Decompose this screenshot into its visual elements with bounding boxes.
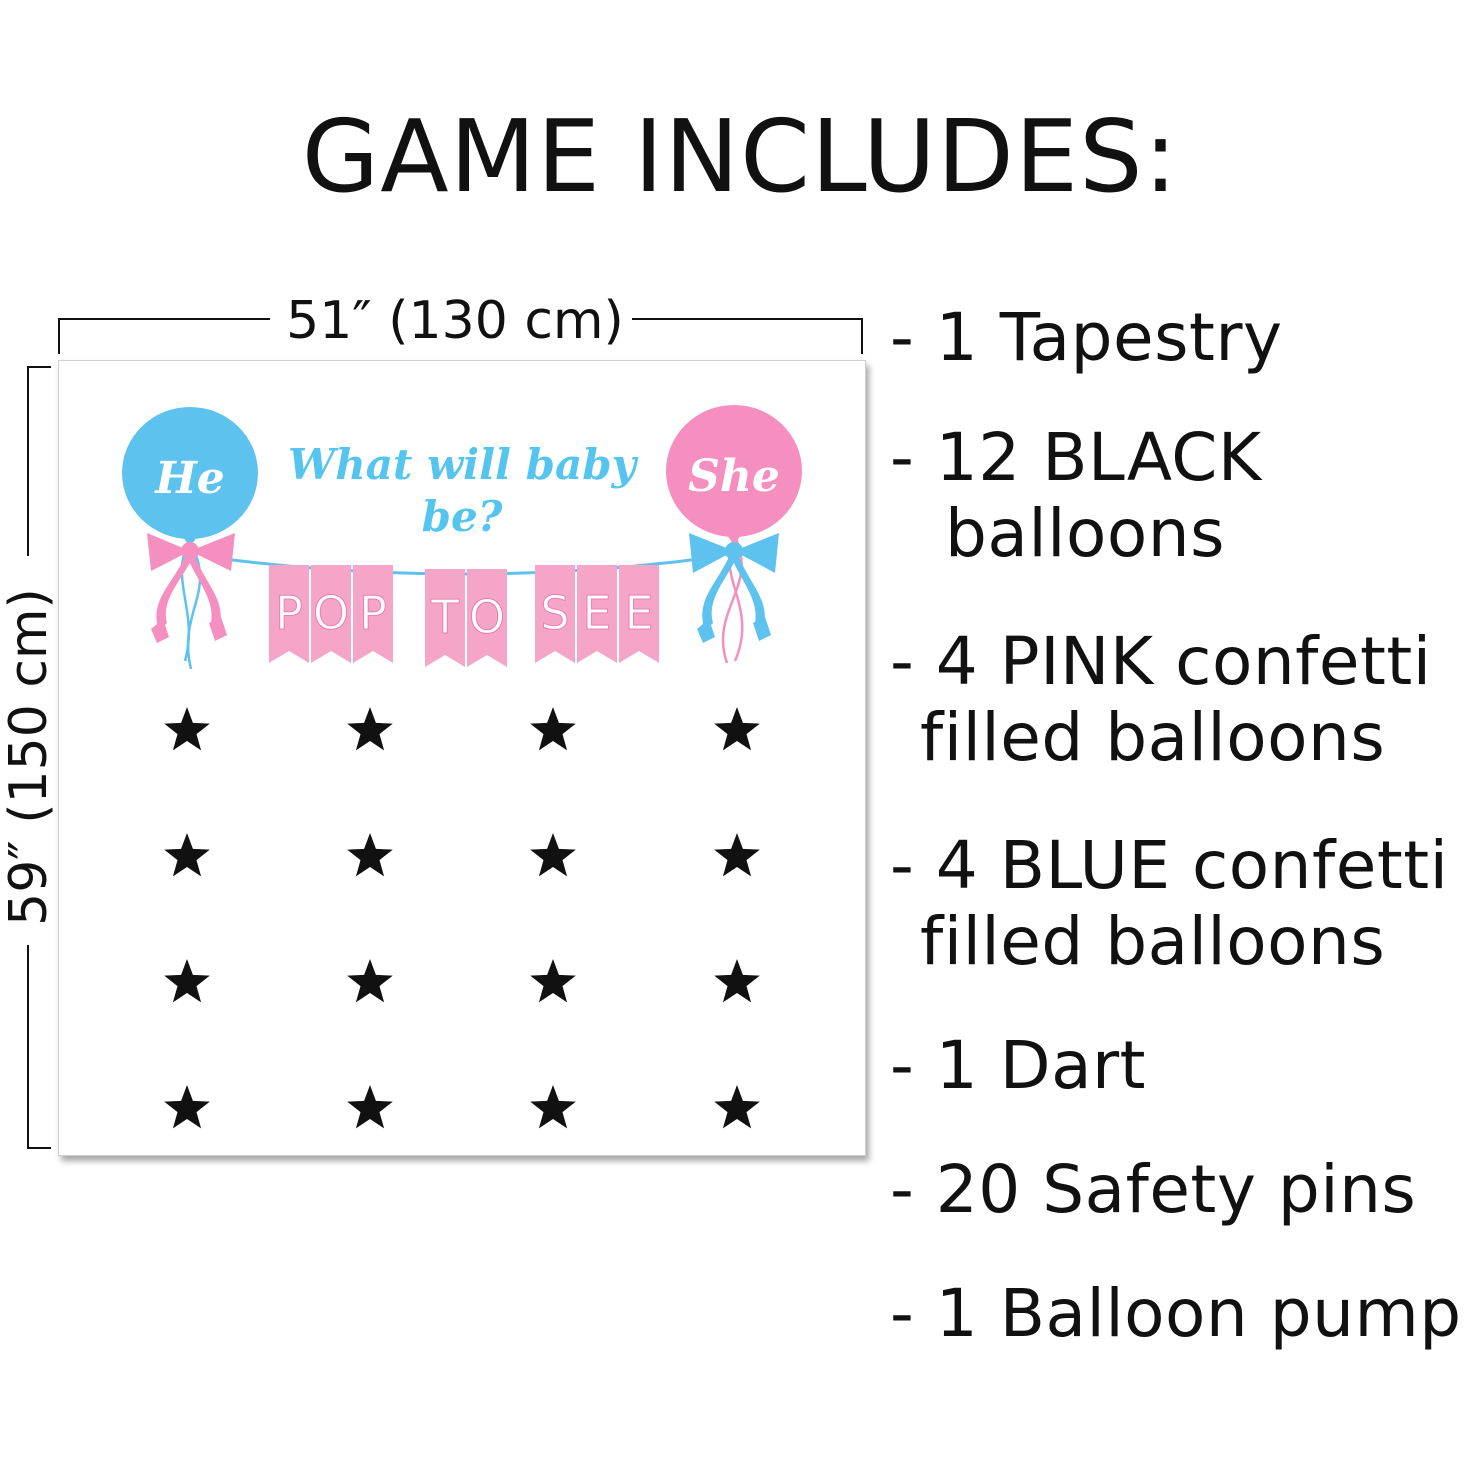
star-icon [714, 1085, 760, 1129]
she-label: She [688, 451, 780, 502]
width-dimension-label: 51″ (130 cm) [286, 291, 624, 351]
star-icon [347, 707, 393, 751]
height-dimension-tick-top [27, 366, 51, 368]
headline-line-1: What will baby [288, 440, 639, 489]
height-dimension-line-bottom [27, 945, 29, 1149]
banner-letter: T [430, 590, 460, 644]
star-icon [714, 833, 760, 877]
banner-letter: E [582, 586, 611, 640]
he-label: He [153, 453, 225, 504]
star-icon [530, 833, 576, 877]
she-balloon: She [666, 405, 802, 545]
star-icon [164, 833, 210, 877]
height-dimension-label: 59″ (150 cm) [0, 588, 59, 926]
tapestry: He She What will baby [58, 360, 866, 1156]
width-dimension-line-right [632, 318, 862, 320]
banner-letter: O [469, 590, 505, 644]
height-dimension-line-top [27, 366, 29, 556]
star-icon [530, 959, 576, 1003]
list-item: - 4 PINK confetti filled balloons [890, 623, 1432, 776]
star-icon [164, 959, 210, 1003]
list-item: - 1 Tapestry [890, 299, 1283, 376]
banner-letter: O [313, 586, 349, 640]
banner-flag [353, 565, 393, 663]
headline-line-2: be? [422, 492, 503, 541]
banner-flag [535, 565, 575, 663]
banner-flag [467, 569, 507, 667]
banner-letter: P [359, 586, 387, 640]
banner-flag [269, 565, 309, 663]
star-icon [714, 959, 760, 1003]
includes-list: - 1 Tapestry - 12 BLACK balloons - 4 PIN… [890, 300, 1480, 1352]
banner-flag [311, 565, 351, 663]
list-item: - 1 Dart [890, 1027, 1147, 1104]
banner-flag [619, 565, 659, 663]
width-dimension-tick-left [58, 318, 60, 354]
star-grid [164, 707, 760, 1129]
tapestry-artwork: He She What will baby [122, 405, 802, 1129]
list-item: - 4 BLUE confetti filled balloons [890, 827, 1449, 980]
he-balloon: He [122, 407, 258, 547]
star-icon [347, 1085, 393, 1129]
width-dimension-tick-right [861, 318, 863, 354]
banner-letter: S [540, 586, 569, 640]
list-item: - 20 Safety pins [890, 1151, 1417, 1228]
pink-bow-icon [147, 533, 235, 643]
star-icon [164, 1085, 210, 1129]
star-icon [347, 959, 393, 1003]
banner-flag [425, 569, 465, 667]
width-dimension-line-left [58, 318, 270, 320]
page-title: GAME INCLUDES: [301, 98, 1179, 215]
banner-letter: P [275, 586, 303, 640]
star-icon [530, 1085, 576, 1129]
banner-letter: E [624, 586, 653, 640]
banner-flag [577, 565, 617, 663]
height-dimension-tick-bottom [27, 1147, 51, 1149]
blue-bow-icon [689, 533, 779, 643]
star-icon [530, 707, 576, 751]
star-icon [347, 833, 393, 877]
list-item: - 1 Balloon pump [890, 1275, 1462, 1352]
star-icon [714, 707, 760, 751]
star-icon [164, 707, 210, 751]
list-item: - 12 BLACK balloons [890, 419, 1262, 572]
